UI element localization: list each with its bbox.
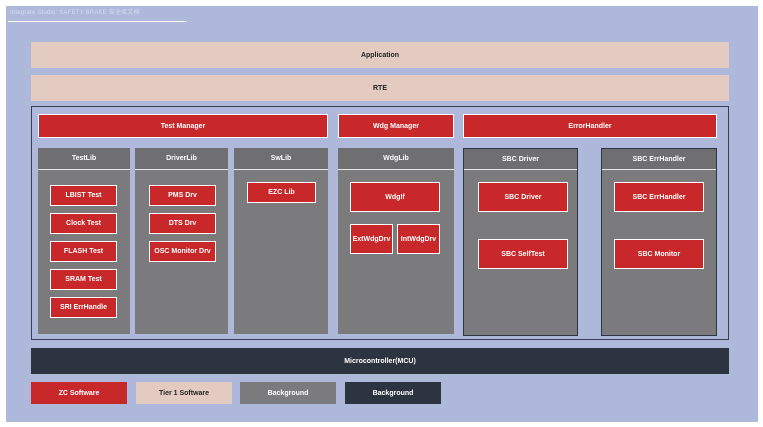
header-divider	[8, 21, 186, 22]
wdgif-block: WdgIf	[350, 182, 440, 212]
legend-background-gray: Background	[240, 382, 336, 404]
ezc-lib-block: EZC Lib	[247, 182, 316, 203]
swlib-column	[234, 148, 328, 334]
sbc-driver-block: SBC Driver	[478, 182, 568, 212]
sbc-errhandler-block: SBC ErrHandler	[614, 182, 704, 212]
sbc-driver-title: SBC Driver	[464, 149, 577, 170]
legend-zc-software: ZC Software	[31, 382, 127, 404]
sbc-monitor-block: SBC Monitor	[614, 239, 704, 269]
sbc-errhandler-title: SBC ErrHandler	[602, 149, 716, 170]
pms-drv-block: PMS Drv	[149, 185, 216, 206]
flash-test-block: FLASH Test	[50, 241, 117, 262]
ext-wdg-drv-block: ExtWdgDrv	[350, 224, 393, 254]
legend-background-dark: Background	[345, 382, 441, 404]
lbist-test-block: LBIST Test	[50, 185, 117, 206]
clock-test-block: Clock Test	[50, 213, 117, 234]
watermark-text: Integrate Studio: SAFETY BRAKE 安全库文档	[10, 10, 140, 16]
osc-monitor-drv-block: OSC Monitor Drv	[149, 241, 216, 262]
dts-drv-block: DTS Drv	[149, 213, 216, 234]
sri-errhandle-block: SRI ErrHandle	[50, 297, 117, 318]
swlib-title: SwLib	[234, 148, 328, 170]
application-layer: Application	[31, 42, 729, 68]
driverlib-title: DriverLib	[135, 148, 228, 170]
legend-tier1-software: Tier 1 Software	[136, 382, 232, 404]
error-handler-block: ErrorHandler	[463, 114, 717, 138]
wdg-manager-block: Wdg Manager	[338, 114, 454, 138]
test-manager-block: Test Manager	[38, 114, 328, 138]
int-wdg-drv-block: IntWdgDrv	[397, 224, 440, 254]
mcu-layer: Microcontroller(MCU)	[31, 348, 729, 374]
wdglib-title: WdgLib	[338, 148, 454, 170]
sram-test-block: SRAM Test	[50, 269, 117, 290]
sbc-selftest-block: SBC SelfTest	[478, 239, 568, 269]
testlib-title: TestLib	[38, 148, 130, 170]
rte-layer: RTE	[31, 75, 729, 101]
